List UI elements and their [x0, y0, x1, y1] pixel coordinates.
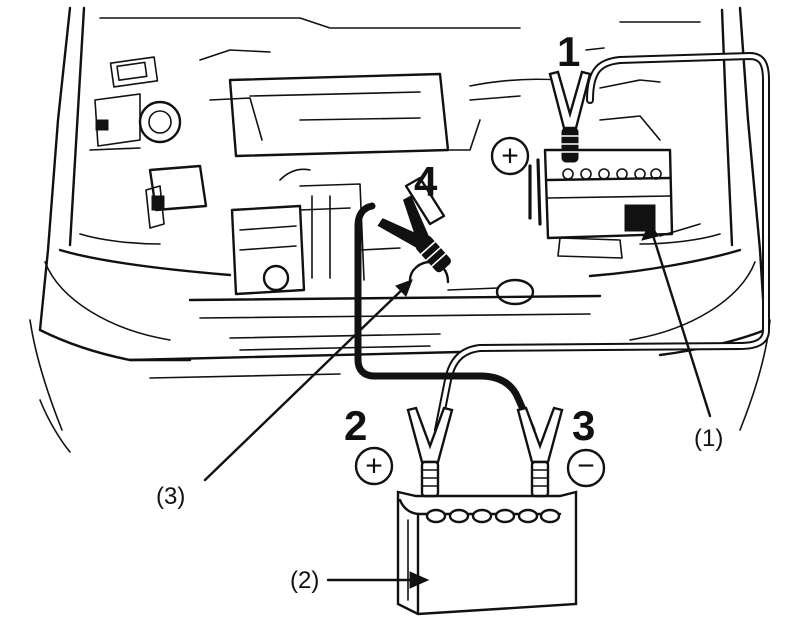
callout-1-leader: [648, 224, 712, 418]
left-components: [89, 49, 271, 229]
callout-label-3: (3): [156, 483, 185, 510]
positive-jumper-cable: [434, 52, 770, 434]
callout-3-leader: [203, 282, 410, 482]
plus-terminal-icon: +: [490, 136, 530, 176]
step-number-3: 3: [572, 402, 595, 449]
plus-sign: +: [365, 450, 383, 483]
jumper-clamp-icon: [548, 70, 592, 163]
booster-battery-cells: [425, 508, 561, 524]
callout-3-arrowhead: [395, 279, 413, 297]
jumper-clamp-icon: [516, 406, 564, 498]
minus-terminal-icon: −: [566, 448, 606, 488]
callout-label-2: (2): [290, 567, 319, 594]
step-number-1: 1: [557, 28, 580, 75]
dead-battery-illustration: [469, 78, 701, 259]
step-number-2: 2: [344, 402, 367, 449]
jumper-clamp-icon: [377, 195, 451, 273]
plus-sign: +: [501, 140, 519, 173]
step-number-4: 4: [414, 158, 438, 205]
callout-label-1: (1): [694, 425, 723, 452]
battery-icon: [396, 490, 578, 616]
callout-1-arrowhead: [641, 220, 659, 241]
minus-sign: −: [577, 450, 595, 483]
callout-2-arrowhead: [409, 571, 430, 589]
ground-clamp-jaw: [404, 176, 446, 226]
engine-block: [228, 72, 481, 296]
negative-jumper-cable: [354, 202, 536, 434]
jumper-clamp-icon: [406, 406, 454, 498]
dead-battery-cells: [562, 168, 662, 180]
step-1-leader: [585, 47, 605, 51]
plus-terminal-icon: +: [354, 446, 394, 486]
